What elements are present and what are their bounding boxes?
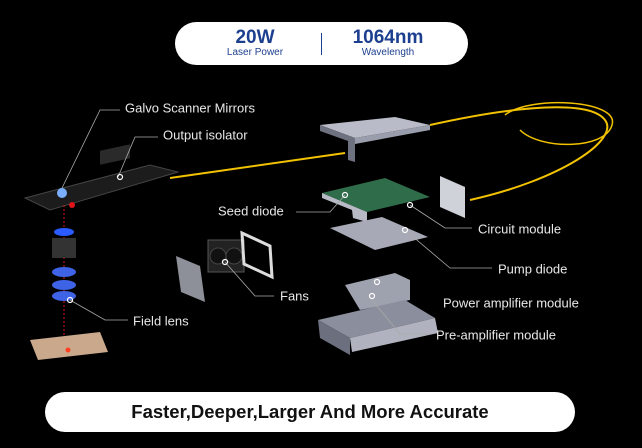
workpiece — [30, 332, 108, 360]
label-circuit-module: Circuit module — [478, 221, 562, 237]
power-amp-plate — [345, 273, 410, 310]
top-cover — [320, 117, 430, 138]
label-pre-amplifier-module: Pre-amplifier module — [436, 327, 556, 343]
galvo-mirror — [57, 188, 67, 198]
spec-laser-power: 20W Laser Power — [195, 28, 315, 59]
circuit-board — [322, 178, 430, 212]
pre-amp-tray — [318, 300, 435, 338]
label-output-isolator: Output isolator — [163, 127, 248, 143]
label-fans: Fans — [280, 288, 309, 304]
leader-lines — [61, 109, 492, 335]
fan-frame — [240, 230, 274, 280]
label-seed-diode: Seed diode — [218, 203, 284, 219]
field-lens — [52, 280, 76, 290]
tagline-banner: Faster,Deeper,Larger And More Accurate — [45, 392, 575, 432]
spec-banner: 20W Laser Power 1064nm Wavelength — [175, 22, 468, 65]
callout-markers — [66, 173, 414, 304]
spec-value: 20W — [235, 27, 275, 48]
divider — [321, 32, 322, 55]
scanner-base — [23, 164, 180, 211]
fiber-loop — [504, 101, 613, 146]
spec-wavelength: 1064nm Wavelength — [328, 28, 448, 59]
spec-label: Laser Power — [226, 47, 284, 58]
spec-label: Wavelength — [361, 47, 415, 58]
label-field-lens: Field lens — [133, 313, 189, 329]
lens-top — [54, 228, 74, 236]
fan-grill — [176, 256, 205, 302]
label-power-amplifier-module: Power amplifier module — [443, 295, 579, 311]
tagline: Faster,Deeper,Larger And More Accurate — [131, 401, 489, 422]
fiber-cable — [169, 106, 609, 201]
label-galvo-scanner-mirrors: Galvo Scanner Mirrors — [125, 100, 256, 116]
connector-plate — [440, 176, 465, 218]
label-pump-diode: Pump diode — [498, 261, 568, 277]
spec-value: 1064nm — [352, 27, 424, 48]
pump-plate — [330, 217, 428, 250]
